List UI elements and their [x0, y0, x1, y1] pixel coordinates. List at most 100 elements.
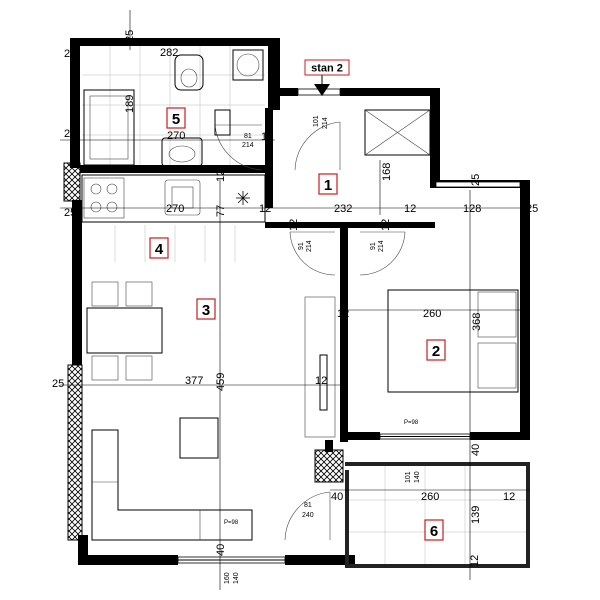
dim-label: 25: [64, 48, 76, 60]
dim-label: 12: [261, 131, 273, 143]
kitchen-counter: [81, 174, 266, 223]
dim-label: P=98: [224, 520, 239, 526]
room-number-3: 3: [202, 302, 210, 319]
dim-label: 270: [166, 203, 184, 215]
dim-label: 282: [160, 47, 178, 59]
bathroom-door: [214, 124, 263, 171]
apartment-label-box: [304, 59, 350, 76]
bedroom-furniture: [387, 289, 519, 393]
living-furniture: [86, 281, 336, 541]
living-door: [289, 231, 336, 276]
toilet: [174, 54, 204, 91]
dim-label: 260: [421, 491, 439, 503]
dim-label: 25: [64, 128, 76, 140]
dim-label: 368: [471, 313, 483, 331]
stove: [83, 177, 125, 219]
pillow: [477, 342, 517, 389]
dim-label: 214: [242, 142, 254, 149]
bedroom-door: [359, 231, 406, 276]
balcony-door: [284, 491, 331, 541]
dimension-lines: [60, 10, 530, 590]
entry-door: [294, 121, 341, 171]
dim-label: 160: [224, 572, 231, 584]
room-number-2: 2: [432, 343, 440, 360]
dim-label: 101: [313, 115, 320, 127]
room-number-1: 1: [324, 177, 332, 194]
dim-label: 12: [404, 203, 416, 215]
dim-label: 214: [378, 240, 385, 252]
dining-table: [86, 307, 163, 354]
dim-label: 25: [526, 203, 538, 215]
bathroom-fixtures: [83, 49, 264, 167]
bathroom-tiles: [82, 45, 265, 170]
dim-label: 214: [322, 117, 329, 129]
tv-cabinet: [304, 296, 336, 438]
chair: [91, 281, 119, 307]
dim-label: 270: [167, 130, 185, 142]
dim-label: 25: [52, 378, 64, 390]
room-number-5: 5: [172, 111, 180, 128]
kitchen-sink: [164, 179, 201, 216]
room-numbers: 1 2 3 4 5 6: [149, 107, 446, 541]
balcony-floor: [349, 466, 526, 564]
dim-label: 12: [337, 308, 349, 320]
pillar-hatch: [314, 449, 344, 483]
dim-label: 25: [470, 174, 482, 186]
dim-label: 377: [185, 375, 203, 387]
kitchen-fixtures: [81, 174, 266, 223]
dim-label: 25: [64, 207, 76, 219]
bidet: [214, 109, 231, 136]
dim-label: 12: [215, 170, 227, 182]
chair: [91, 355, 119, 381]
coffee-table: [179, 417, 219, 459]
chimney-hatch: [63, 162, 81, 202]
wall-hatch-left: [67, 364, 83, 541]
dim-label: 189: [124, 95, 136, 113]
room-number-4: 4: [155, 241, 164, 258]
dim-label: 12: [503, 491, 515, 503]
dim-label: 12: [315, 375, 327, 387]
dim-label: 81: [244, 133, 252, 140]
entry-closet: [364, 109, 431, 156]
bed: [387, 289, 519, 393]
dim-label: P=98: [404, 420, 419, 426]
doors: [214, 121, 406, 541]
dim-label: 40: [470, 444, 482, 456]
dim-label: 260: [423, 308, 441, 320]
chair: [125, 355, 153, 381]
dim-label: 459: [215, 373, 227, 391]
pillow: [477, 291, 517, 338]
chair: [125, 281, 153, 307]
dim-label: 139: [470, 506, 482, 524]
light-icon: [236, 191, 250, 205]
dim-label: 77: [215, 205, 227, 217]
dim-label: 81: [304, 502, 312, 509]
dim-label: 168: [381, 163, 393, 181]
kitchen-tiles: [114, 225, 236, 262]
washing-machine: [232, 49, 264, 81]
apartment-label: stan 2: [311, 63, 343, 75]
dim-label: 128: [463, 203, 481, 215]
dimension-labels: 25 25 282 189 270 25 81 214 12 101 214 1…: [52, 30, 538, 584]
dim-label: 40: [331, 491, 343, 503]
dim-label: 232: [334, 203, 352, 215]
sink: [161, 137, 203, 167]
dim-label: 91: [370, 242, 377, 250]
dim-label: 140: [414, 471, 421, 483]
dim-label: 12: [259, 203, 271, 215]
dim-label: 214: [306, 240, 313, 252]
dim-label: 25: [124, 30, 136, 42]
dim-label: 40: [215, 544, 227, 556]
dim-label: 140: [233, 572, 240, 584]
sofa: [91, 429, 253, 541]
dim-label: 12: [288, 219, 300, 231]
dim-label: 91: [298, 242, 305, 250]
room-number-6: 6: [430, 523, 438, 540]
dim-label: 101: [405, 471, 412, 483]
shower-tub: [83, 89, 135, 166]
tv: [319, 354, 328, 411]
dim-label: 12: [469, 555, 481, 567]
dim-label: 240: [302, 512, 314, 519]
dim-label: 12: [380, 219, 392, 231]
